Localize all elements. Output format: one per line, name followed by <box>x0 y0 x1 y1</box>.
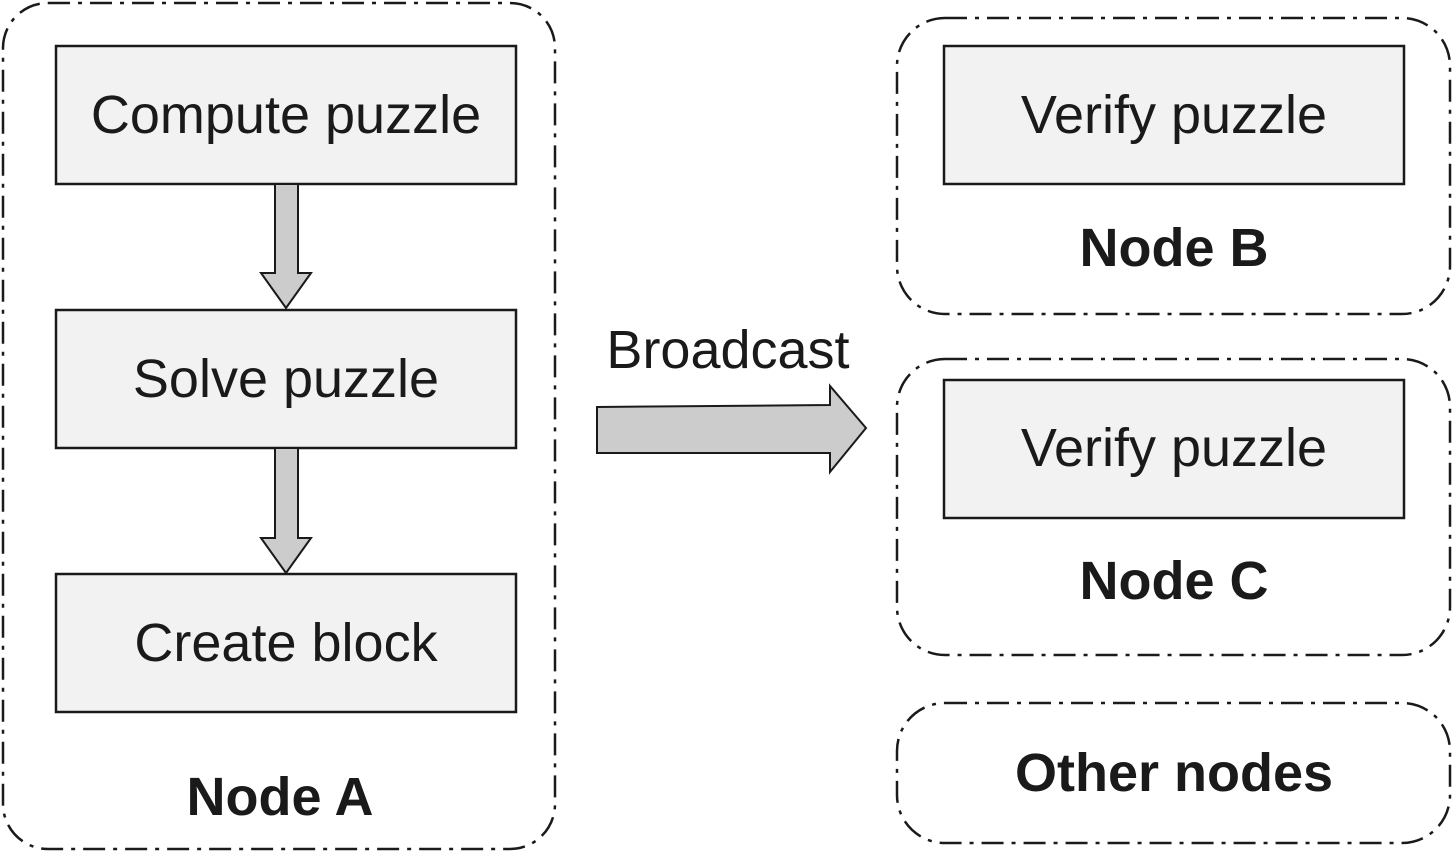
node-a-label: Node A <box>187 767 374 827</box>
verify-puzzle-box-c <box>942 378 1406 520</box>
broadcast-group: Broadcast <box>596 320 868 475</box>
other-nodes-label: Other nodes <box>1015 743 1333 803</box>
create-block-label: Create block <box>134 613 438 673</box>
broadcast-label: Broadcast <box>606 320 849 380</box>
node-a-group: Compute puzzle Solve puzzle Create block… <box>1 1 557 851</box>
solve-puzzle-label: Solve puzzle <box>133 349 439 409</box>
down-arrow-2 <box>259 447 313 575</box>
node-b-group: Verify puzzle Node B <box>895 16 1452 316</box>
other-nodes-frame <box>895 701 1452 845</box>
solve-puzzle-box <box>54 308 518 450</box>
compute-puzzle-label: Compute puzzle <box>91 85 481 145</box>
verify-puzzle-box-b <box>942 44 1406 186</box>
node-c-group: Verify puzzle Node C <box>895 357 1452 657</box>
create-block-box <box>54 572 518 714</box>
node-b-label: Node B <box>1080 218 1269 278</box>
broadcast-arrow <box>596 383 868 475</box>
node-a-frame <box>1 1 557 851</box>
node-c-label: Node C <box>1080 551 1269 611</box>
node-c-frame <box>895 357 1452 657</box>
other-nodes-group: Other nodes <box>895 701 1452 845</box>
down-arrow-1 <box>259 183 313 310</box>
verify-puzzle-label-b: Verify puzzle <box>1021 85 1327 145</box>
node-b-frame <box>895 16 1452 316</box>
compute-puzzle-box <box>54 44 518 186</box>
verify-puzzle-label-c: Verify puzzle <box>1021 418 1327 478</box>
